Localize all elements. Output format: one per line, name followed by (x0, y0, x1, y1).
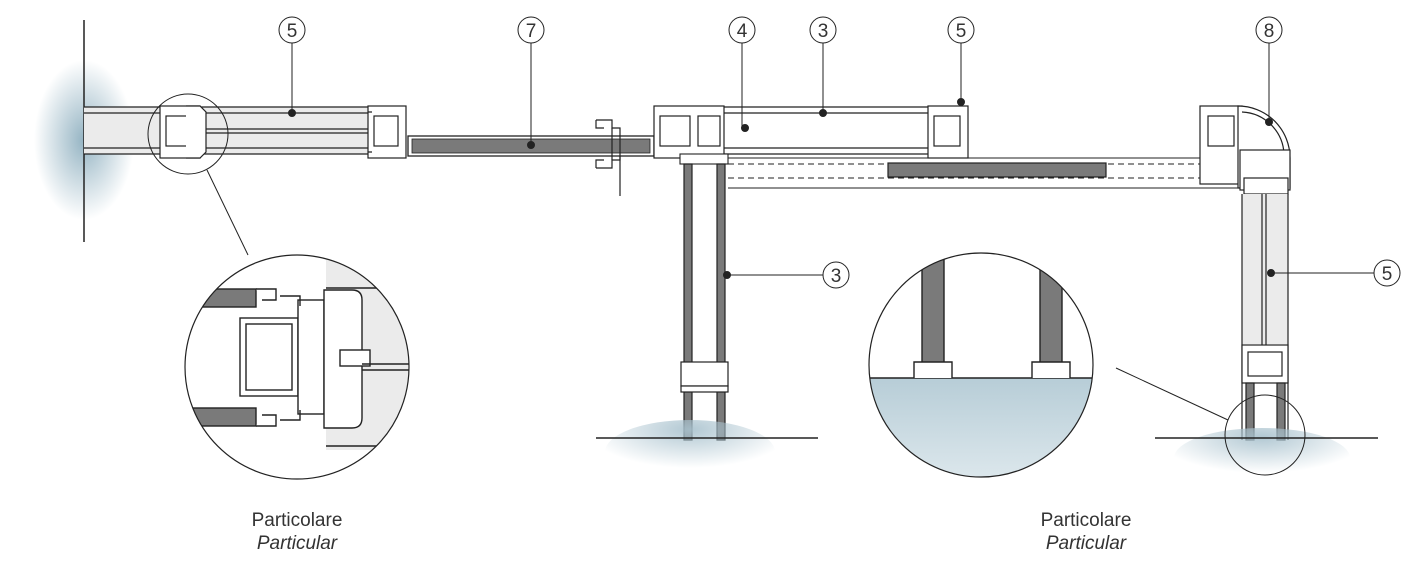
left-fixed-panel (84, 105, 407, 159)
floor-right (1155, 428, 1378, 488)
corner-element (1199, 105, 1291, 195)
floor-middle (596, 420, 818, 484)
upper-track (679, 153, 1240, 189)
right-detail-caption: Particolare Particular (986, 509, 1186, 555)
leader-dot (1267, 269, 1275, 277)
leader-dot (1265, 118, 1273, 126)
svg-text:5: 5 (956, 21, 967, 42)
callout-sliding-leaf: 7 (517, 16, 545, 44)
left-detail-magnifier (147, 93, 410, 480)
svg-text:5: 5 (1382, 264, 1393, 285)
svg-text:7: 7 (526, 21, 537, 42)
callout-leaders (288, 43, 1375, 279)
callout-middle-vertical: 3 (822, 261, 850, 289)
svg-text:5: 5 (287, 21, 298, 42)
callout-balloons: 5 7 4 3 5 8 3 5 (278, 16, 1401, 289)
leader-dot (288, 109, 296, 117)
right-detail-caption-en: Particular (1045, 533, 1127, 554)
middle-upper-panel (653, 105, 969, 159)
callout-upper-right: 5 (947, 16, 975, 44)
left-detail-caption: Particolare Particular (197, 509, 397, 555)
leader-dot (723, 271, 731, 279)
callout-corner: 8 (1255, 16, 1283, 44)
left-detail-caption-en: Particular (256, 533, 338, 554)
callout-profile: 4 (728, 16, 756, 44)
callout-left-panel: 5 (278, 16, 306, 44)
middle-vertical-panel (680, 163, 729, 441)
svg-text:4: 4 (737, 21, 748, 42)
svg-text:3: 3 (831, 266, 842, 287)
left-detail-caption-it: Particolare (251, 510, 343, 531)
callout-middle-upper: 3 (809, 16, 837, 44)
svg-text:8: 8 (1264, 21, 1275, 42)
right-detail-caption-it: Particolare (1040, 510, 1132, 531)
leader-dot (957, 98, 965, 106)
leader-dot (819, 109, 827, 117)
right-vertical-panel (1241, 194, 1289, 441)
leader-dot (741, 124, 749, 132)
svg-text:3: 3 (818, 21, 829, 42)
leader-dot (527, 141, 535, 149)
callout-right-vertical: 5 (1373, 259, 1401, 287)
